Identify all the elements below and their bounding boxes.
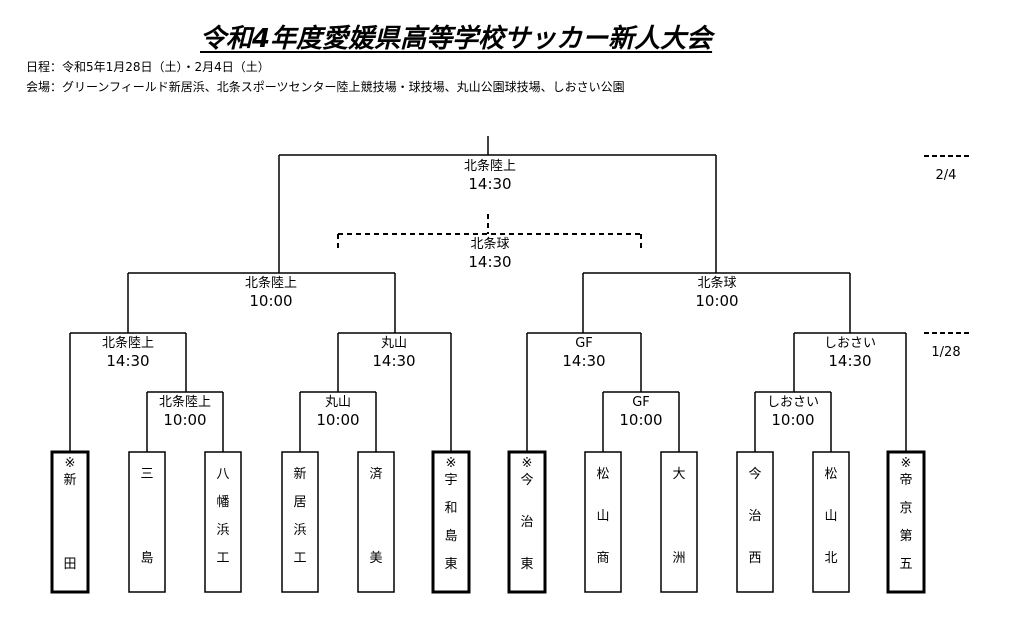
team-box: 松山北 xyxy=(812,451,850,593)
seed-mark: ※ xyxy=(446,456,457,471)
team-name-char: 今 xyxy=(748,466,761,482)
team-name-char: 新 xyxy=(63,472,76,488)
team-name-char: 西 xyxy=(748,551,761,566)
team-name-char: 美 xyxy=(369,551,382,566)
team-name-char: 京 xyxy=(899,501,912,516)
team-name-char: 済 xyxy=(369,466,382,482)
team-name-char: 五 xyxy=(899,557,912,572)
r1-left-venue: 北条陸上 xyxy=(159,394,211,410)
semi-left-time: 10:00 xyxy=(249,292,292,310)
team-name-char: 居 xyxy=(293,495,306,510)
team-name-char: 新 xyxy=(293,466,306,482)
team-name-char: 松 xyxy=(824,467,837,482)
semi-right-time: 10:00 xyxy=(695,292,738,310)
third-place-time: 14:30 xyxy=(468,253,511,271)
team-name-char: 三 xyxy=(140,467,153,482)
team-name-char: 工 xyxy=(216,551,229,566)
team-name-char: 第 xyxy=(899,529,912,544)
team-name-char: 大 xyxy=(672,467,685,482)
team-name-char: 山 xyxy=(824,509,837,524)
team-border xyxy=(357,451,395,593)
team-border xyxy=(736,451,774,593)
team-name-char: 島 xyxy=(444,529,457,544)
team-border xyxy=(660,451,698,593)
team-name-char: 島 xyxy=(140,551,153,566)
r2-4-time: 14:30 xyxy=(828,352,871,370)
team-name-char: 浜 xyxy=(293,523,306,538)
team-name-char: 治 xyxy=(748,509,761,524)
r2-2-time: 14:30 xyxy=(372,352,415,370)
team-name-char: 幡 xyxy=(216,495,229,510)
first-date-label: 1/28 xyxy=(931,345,960,360)
team-box: 済美 xyxy=(357,451,395,593)
r2-1-time: 14:30 xyxy=(106,352,149,370)
team-border xyxy=(812,451,850,593)
r1-mid-venue: 丸山 xyxy=(325,395,351,410)
page-title: 令和4年度愛媛県高等学校サッカー新人大会 xyxy=(200,24,713,54)
team-name-char: 松 xyxy=(596,467,609,482)
team-box: 今治西 xyxy=(736,451,774,593)
team-name-char: 工 xyxy=(293,551,306,566)
team-box: ※新田 xyxy=(50,450,90,594)
r1-left-time: 10:00 xyxy=(163,411,206,429)
r2-4-venue: しおさい xyxy=(824,336,876,351)
semi-left-venue: 北条陸上 xyxy=(245,275,297,291)
team-box: 松山商 xyxy=(584,451,622,593)
team-border xyxy=(281,451,319,593)
r1-gf-time: 10:00 xyxy=(619,411,662,429)
team-name-char: 田 xyxy=(63,557,76,572)
bracket-lines xyxy=(69,136,907,452)
team-box: 大洲 xyxy=(660,451,698,593)
seed-mark: ※ xyxy=(65,456,76,471)
final-date-label: 2/4 xyxy=(936,168,957,183)
r1-mid-time: 10:00 xyxy=(316,411,359,429)
team-name-char: 浜 xyxy=(216,523,229,538)
r1-gf-venue: GF xyxy=(632,395,650,410)
seed-mark: ※ xyxy=(522,456,533,471)
final-venue: 北条陸上 xyxy=(464,158,516,174)
match-labels: 北条陸上 14:30 北条球 14:30 北条陸上 10:00 北条球 10:0… xyxy=(102,158,876,429)
team-name-char: 八 xyxy=(216,467,229,482)
team-name-char: 今 xyxy=(520,472,533,488)
schedule-text: 日程：令和5年1月28日（土）・2月4日（土） xyxy=(26,60,270,74)
r2-2-venue: 丸山 xyxy=(381,336,407,351)
seeded-team-border xyxy=(431,450,471,594)
team-name-char: 治 xyxy=(520,515,533,530)
team-box: ※今治東 xyxy=(507,450,547,594)
third-place-lines xyxy=(337,214,642,252)
third-place-venue: 北条球 xyxy=(470,236,509,252)
team-name-char: 山 xyxy=(596,509,609,524)
team-name-char: 東 xyxy=(444,556,457,572)
r1-right-time: 10:00 xyxy=(771,411,814,429)
team-name-char: 北 xyxy=(824,551,837,566)
team-border xyxy=(204,451,242,593)
r2-3-time: 14:30 xyxy=(562,352,605,370)
r2-1-venue: 北条陸上 xyxy=(102,335,154,351)
team-border xyxy=(128,451,166,593)
team-border xyxy=(584,451,622,593)
r1-right-venue: しおさい xyxy=(767,395,819,410)
semi-right-venue: 北条球 xyxy=(697,275,736,291)
final-time: 14:30 xyxy=(468,175,511,193)
r2-3-venue: GF xyxy=(575,336,593,351)
seeded-team-border xyxy=(507,450,547,594)
team-name-char: 商 xyxy=(596,551,609,566)
seed-mark: ※ xyxy=(901,456,912,471)
seeded-team-border xyxy=(886,450,926,594)
team-name-char: 東 xyxy=(520,556,533,572)
venues-text: 会場：グリーンフィールド新居浜、北条スポーツセンター陸上競技場・球技場、丸山公園… xyxy=(26,80,625,94)
seeded-team-border xyxy=(50,450,90,594)
team-name-char: 和 xyxy=(444,501,457,516)
team-name-char: 帝 xyxy=(899,472,912,488)
team-name-char: 洲 xyxy=(672,551,685,566)
team-name-char: 宇 xyxy=(444,473,457,488)
team-box: 三島 xyxy=(128,451,166,593)
